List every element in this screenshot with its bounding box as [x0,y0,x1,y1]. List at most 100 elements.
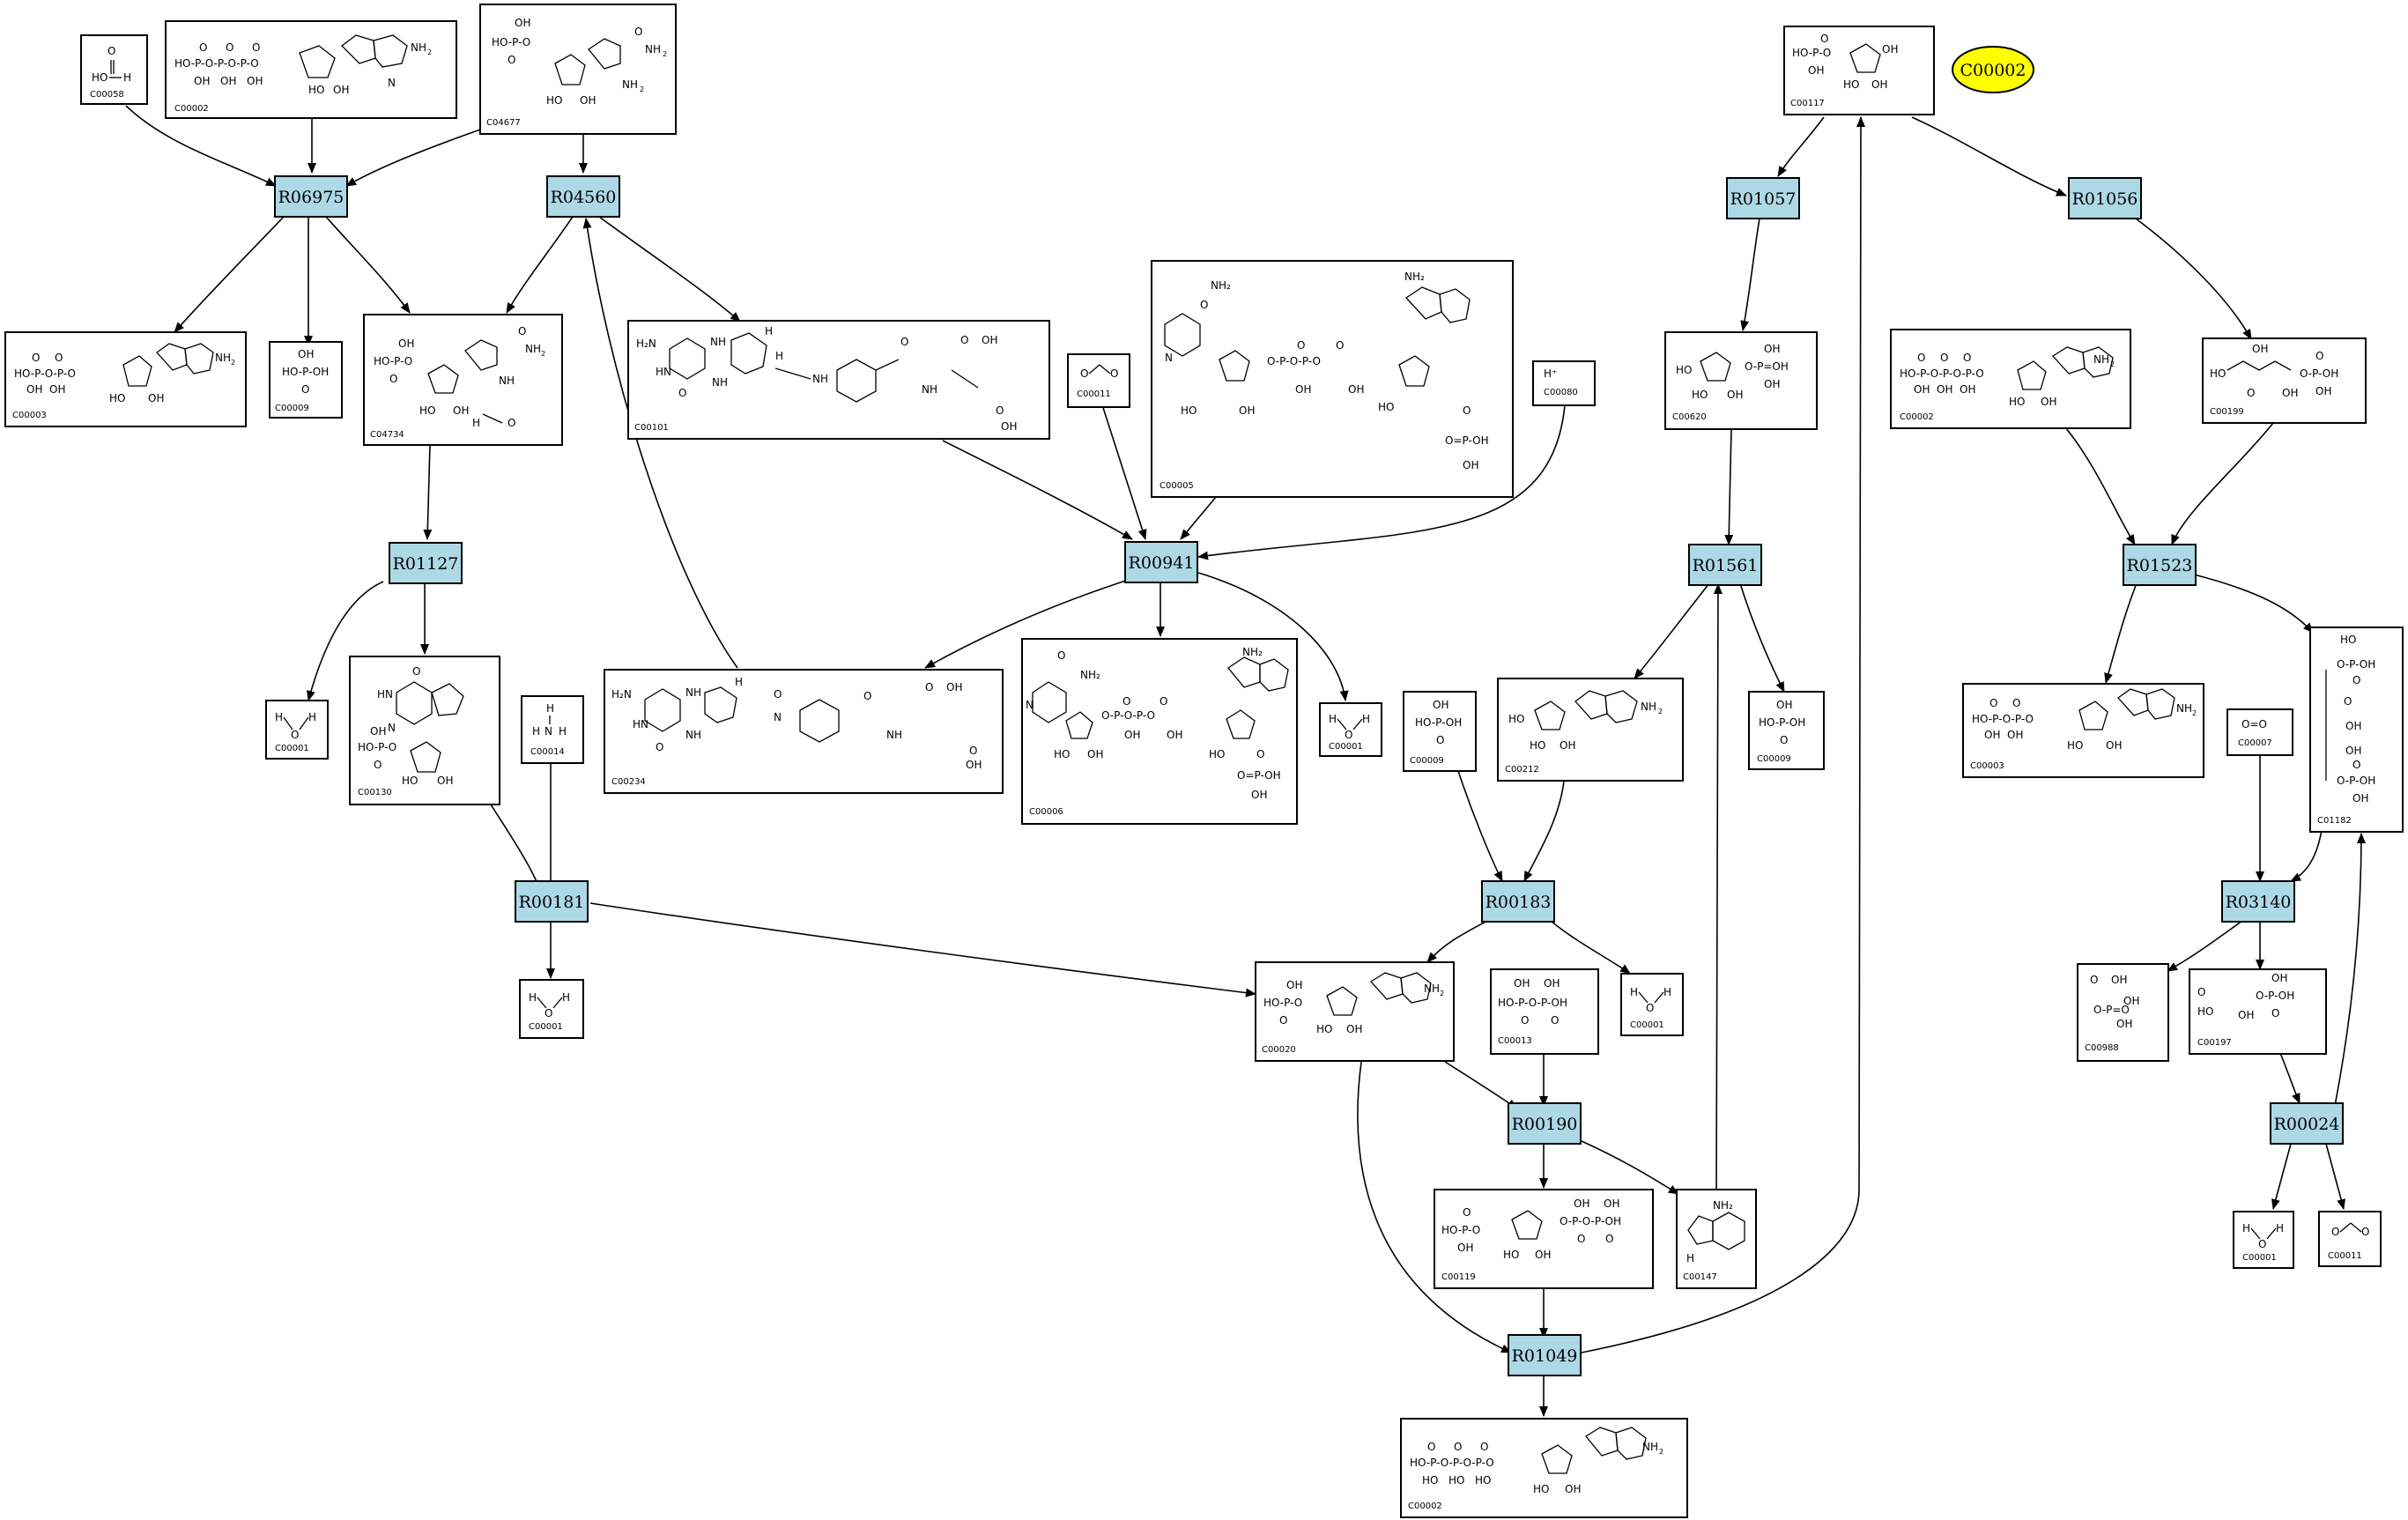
reaction-R00024[interactable]: R00024 [2270,1102,2344,1145]
svg-text:OH: OH [1124,729,1140,741]
reaction-R06975[interactable]: R06975 [274,175,348,218]
svg-text:NH: NH [411,41,426,54]
svg-text:O: O [2352,759,2360,771]
svg-text:HO: HO [402,775,418,787]
reaction-R01127[interactable]: R01127 [389,542,463,584]
svg-text:NH: NH [1642,1441,1658,1453]
svg-text:H: H [1686,1252,1694,1264]
svg-text:O: O [969,745,977,757]
svg-text:NH₂: NH₂ [1713,1199,1733,1212]
reaction-R01057[interactable]: R01057 [1726,177,1800,219]
svg-text:OH: OH [148,392,164,404]
svg-text:OH: OH [1544,977,1560,990]
svg-text:2: 2 [640,85,644,93]
compound-C00001-d[interactable]: HOH C00001 [519,979,584,1039]
svg-text:O: O [107,45,115,57]
compound-caption: C00005 [1160,481,1194,491]
reaction-R01049[interactable]: R01049 [1508,1334,1582,1376]
svg-text:NH: NH [499,374,515,387]
reaction-R03140[interactable]: R03140 [2221,880,2295,923]
svg-text:O: O [996,404,1004,417]
highlight-compound[interactable]: C00002 [1952,46,2034,93]
reaction-R00183[interactable]: R00183 [1481,880,1555,923]
reaction-R01561[interactable]: R01561 [1688,544,1762,586]
svg-text:2: 2 [663,50,667,58]
svg-text:O: O [1963,352,1971,364]
svg-text:O: O [2361,1226,2369,1238]
structure-icon: HOH [275,711,316,741]
svg-text:O: O [508,417,515,429]
svg-text:HO-P-O-P-O: HO-P-O-P-O [1972,713,2034,725]
compound-C00197[interactable]: OHO OHO-P-OH OHO C00197 [2189,968,2327,1055]
compound-C00001-b[interactable]: HOH C00001 [1319,702,1382,757]
compound-C00147[interactable]: NH₂ H C00147 [1676,1189,1757,1289]
compound-C00001-a[interactable]: HOH C00001 [265,700,329,760]
svg-text:OH: OH [1348,383,1364,396]
compound-C00001-e[interactable]: HOH C00001 [2233,1211,2294,1269]
svg-text:OH: OH [515,17,530,29]
svg-text:O: O [1122,695,1130,708]
svg-text:OH: OH [1239,404,1255,417]
svg-text:HO: HO [2067,739,2083,752]
svg-text:2: 2 [2110,360,2115,368]
svg-text:O: O [1454,1441,1462,1453]
svg-text:OH: OH [2252,343,2268,355]
svg-text:OH: OH [2238,1009,2254,1021]
compound-C00080[interactable]: H⁺ C00080 [1532,360,1596,406]
svg-text:O: O [2197,986,2205,998]
compound-C00001-c[interactable]: HOH C00001 [1620,973,1684,1036]
svg-text:OH: OH [1914,383,1930,396]
svg-text:O: O [1436,734,1444,746]
reaction-R00181[interactable]: R00181 [515,880,589,923]
svg-text:O: O [518,325,526,337]
svg-text:HO-P-OH: HO-P-OH [1759,716,1805,729]
svg-text:OH: OH [2111,974,2127,986]
svg-text:O: O [1521,1014,1529,1027]
reaction-R00190[interactable]: R00190 [1508,1102,1582,1145]
reaction-R04560[interactable]: R04560 [546,175,620,218]
compound-caption: C00014 [530,747,565,757]
svg-text:O: O [925,681,933,693]
svg-text:O: O [1256,748,1264,760]
reaction-R01523[interactable]: R01523 [2123,544,2197,586]
reaction-label: R00941 [1129,553,1195,573]
reaction-R00941[interactable]: R00941 [1124,541,1198,583]
svg-text:O: O [2247,387,2255,399]
compound-C00007[interactable]: O=O C00007 [2226,708,2293,756]
svg-text:O: O [2315,350,2323,362]
reaction-R01056[interactable]: R01056 [2068,177,2142,219]
svg-text:O: O [1820,33,1828,45]
